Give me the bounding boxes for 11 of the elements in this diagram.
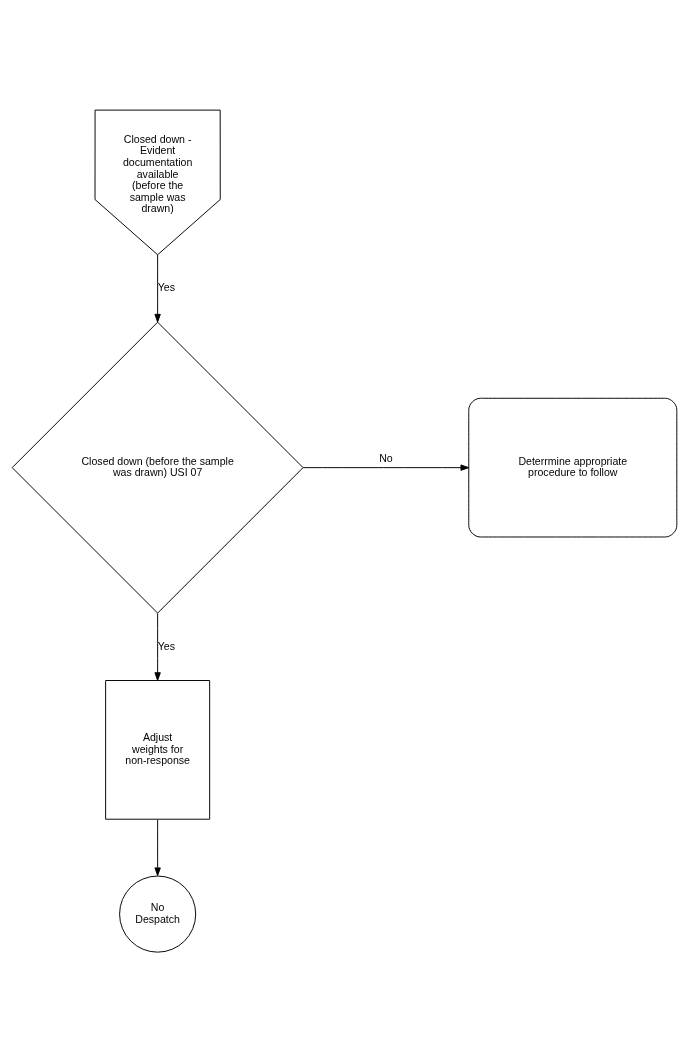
arrow [154, 254, 161, 323]
node-box: Deterrmine appropriate procedure to follow [468, 397, 678, 538]
edge-label: Yes [157, 639, 175, 652]
arrow [154, 612, 161, 681]
edge-label: No [379, 451, 393, 464]
arrow [154, 819, 161, 877]
arrow [302, 464, 470, 471]
node-box: Adjust weights for non-response [105, 680, 211, 820]
edge-label: Yes [157, 281, 175, 294]
node-diamond: Closed down (before the sample was drawn) USI 07 [11, 321, 304, 614]
node-circle: No Despatch [119, 875, 197, 953]
